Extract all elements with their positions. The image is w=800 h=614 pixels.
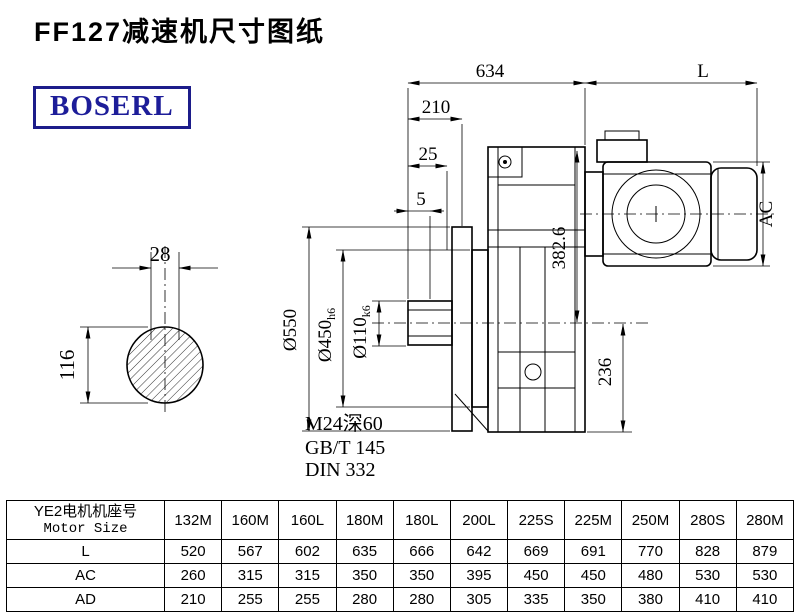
value-cell: 669 bbox=[507, 539, 566, 564]
col-header: 200L bbox=[449, 500, 509, 540]
value-cell: 395 bbox=[449, 563, 509, 588]
flange-spigot bbox=[471, 249, 489, 408]
value-cell: 305 bbox=[449, 587, 509, 612]
note-din-standard: DIN 332 bbox=[305, 459, 376, 481]
col-header: 180M bbox=[335, 500, 394, 540]
value-cell: 530 bbox=[735, 563, 795, 588]
value-cell: 315 bbox=[221, 563, 280, 588]
value-cell: 260 bbox=[163, 563, 223, 588]
header-en: Motor Size bbox=[43, 521, 128, 537]
value-cell: 691 bbox=[564, 539, 623, 564]
dim-634-label: 634 bbox=[476, 61, 505, 82]
col-header: 132M bbox=[163, 500, 223, 540]
value-cell: 828 bbox=[678, 539, 737, 564]
value-cell: 450 bbox=[507, 563, 566, 588]
value-cell: 380 bbox=[621, 587, 680, 612]
dim-382-label: 382.6 bbox=[549, 227, 570, 270]
dim-shaft-diameter-label: 116 bbox=[55, 350, 79, 381]
dim-flange-od-label: Ø550 bbox=[280, 309, 301, 351]
page-title: FF127减速机尺寸图纸 bbox=[34, 17, 326, 47]
col-header: 225S bbox=[507, 500, 566, 540]
table-header-row: YE2电机机座号 Motor Size 132M 160M 160L 180M … bbox=[6, 500, 795, 540]
value-cell: 410 bbox=[678, 587, 737, 612]
col-header: 180L bbox=[392, 500, 451, 540]
shaft-end-view: 28 116 bbox=[55, 242, 218, 414]
value-cell: 879 bbox=[735, 539, 795, 564]
col-header: 225M bbox=[564, 500, 623, 540]
value-cell: 602 bbox=[278, 539, 337, 564]
row-label: L bbox=[6, 539, 165, 564]
col-header: 280S bbox=[678, 500, 737, 540]
note-tap: M24深60 bbox=[305, 412, 383, 435]
dimensions: 634 L 210 25 5 AC Ø550 bbox=[280, 61, 777, 433]
dim-236-label: 236 bbox=[595, 358, 616, 387]
value-cell: 255 bbox=[221, 587, 280, 612]
shaft-section bbox=[126, 326, 204, 404]
fan-cowl bbox=[710, 167, 758, 261]
gear-housing bbox=[487, 146, 586, 433]
mounting-flange bbox=[451, 226, 473, 432]
dim-25-label: 25 bbox=[419, 144, 438, 165]
value-cell: 635 bbox=[335, 539, 394, 564]
col-header: 160L bbox=[278, 500, 337, 540]
value-cell: 255 bbox=[278, 587, 337, 612]
value-cell: 350 bbox=[392, 563, 451, 588]
value-cell: 520 bbox=[163, 539, 223, 564]
value-cell: 666 bbox=[392, 539, 451, 564]
value-cell: 450 bbox=[564, 563, 623, 588]
value-cell: 350 bbox=[564, 587, 623, 612]
dim-AC-label: AC bbox=[756, 201, 777, 227]
reducer-side-view bbox=[372, 130, 778, 433]
terminal-box bbox=[596, 139, 648, 163]
dimension-table: YE2电机机座号 Motor Size 132M 160M 160L 180M … bbox=[6, 500, 795, 612]
value-cell: 480 bbox=[621, 563, 680, 588]
technical-drawing: 28 116 bbox=[55, 61, 778, 481]
value-cell: 770 bbox=[621, 539, 680, 564]
row-label: AD bbox=[6, 587, 165, 612]
value-cell: 315 bbox=[278, 563, 337, 588]
col-header: 250M bbox=[621, 500, 680, 540]
col-header: 160M bbox=[221, 500, 280, 540]
dim-key-width-label: 28 bbox=[150, 242, 171, 266]
dim-bore-label: Ø110k6 bbox=[350, 305, 373, 359]
brand-logo-text: BOSERL bbox=[50, 90, 174, 122]
col-header: 280M bbox=[735, 500, 795, 540]
value-cell: 210 bbox=[163, 587, 223, 612]
value-cell: 567 bbox=[221, 539, 280, 564]
value-cell: 335 bbox=[507, 587, 566, 612]
value-cell: 642 bbox=[449, 539, 509, 564]
row-label: AC bbox=[6, 563, 165, 588]
value-cell: 530 bbox=[678, 563, 737, 588]
brand-logo: BOSERL bbox=[33, 86, 191, 129]
note-gb-standard: GB/T 145 bbox=[305, 437, 385, 459]
shaft-end-notes: M24深60 GB/T 145 DIN 332 bbox=[305, 412, 385, 481]
value-cell: 410 bbox=[735, 587, 795, 612]
dim-spigot-label: Ø450h6 bbox=[315, 308, 338, 362]
table-row-AC: AC 260 315 315 350 350 395 450 450 480 5… bbox=[6, 563, 795, 588]
value-cell: 280 bbox=[392, 587, 451, 612]
motor-size-header: YE2电机机座号 Motor Size bbox=[6, 500, 165, 540]
motor-flange-circle bbox=[611, 169, 701, 259]
dim-5-label: 5 bbox=[416, 189, 426, 210]
table-row-AD: AD 210 255 255 280 280 305 335 350 380 4… bbox=[6, 587, 795, 612]
dim-L-label: L bbox=[697, 61, 709, 82]
table-row-L: L 520 567 602 635 666 642 669 691 770 82… bbox=[6, 539, 795, 564]
value-cell: 280 bbox=[335, 587, 394, 612]
value-cell: 350 bbox=[335, 563, 394, 588]
header-cn: YE2电机机座号 bbox=[33, 503, 138, 520]
dim-210-label: 210 bbox=[422, 97, 451, 118]
